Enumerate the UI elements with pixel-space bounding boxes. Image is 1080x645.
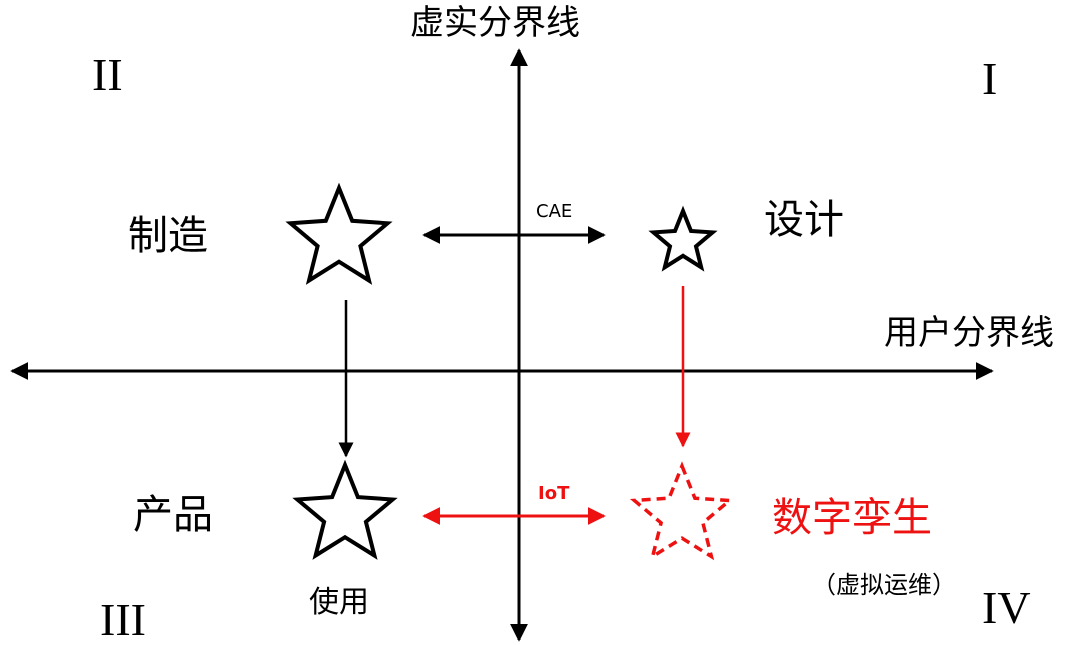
manufacturing-label: 制造	[128, 213, 208, 259]
use-label: 使用	[309, 585, 369, 620]
quadrant-ii-label: II	[92, 49, 123, 100]
quadrant-iii-label: III	[100, 594, 146, 645]
cae-label: CAE	[536, 201, 573, 222]
quadrant-i-label: I	[982, 53, 998, 104]
design-star-icon	[648, 205, 718, 272]
product-star-icon	[292, 459, 398, 560]
digital-twin-note: （虚拟运维）	[812, 571, 956, 599]
quadrant-iv-label: IV	[982, 582, 1031, 633]
digital-twin-star-icon	[629, 461, 735, 561]
vertical-axis-title: 虚实分界线	[410, 3, 580, 43]
manufacturing-star-icon	[285, 182, 393, 285]
digital-twin-label: 数字孪生	[772, 495, 932, 541]
iot-label: IoT	[538, 483, 570, 504]
design-label: 设计	[764, 197, 844, 243]
horizontal-axis-title: 用户分界线	[884, 313, 1054, 353]
product-label: 产品	[133, 492, 213, 538]
